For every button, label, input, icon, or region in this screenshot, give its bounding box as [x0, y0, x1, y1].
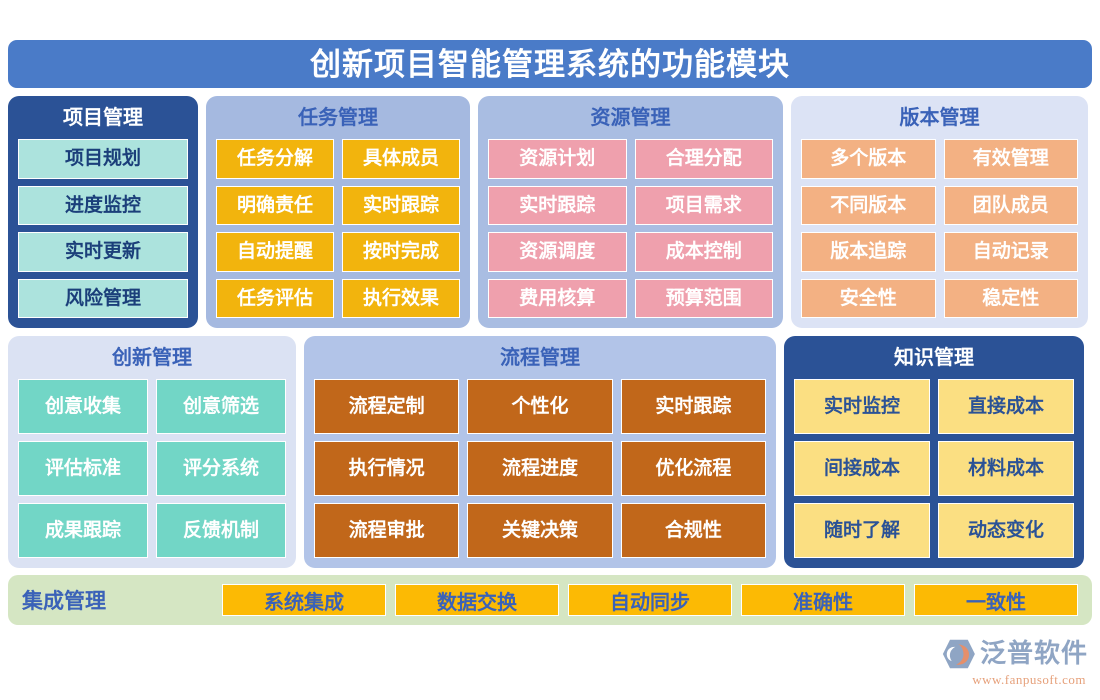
item-key-decisions[interactable]: 关键决策: [467, 503, 613, 558]
item-evaluation-criteria[interactable]: 评估标准: [18, 441, 148, 496]
panel-project-management[interactable]: 项目管理 项目规划 进度监控 实时更新 风险管理: [8, 96, 198, 328]
item-accuracy[interactable]: 准确性: [741, 584, 905, 616]
brand-logo: 泛普软件 www.fanpusoft.com: [940, 638, 1088, 688]
item-realtime-update[interactable]: 实时更新: [18, 232, 188, 272]
logo-row: 泛普软件: [940, 638, 1088, 670]
panel-items-project-management: 项目规划 进度监控 实时更新 风险管理: [18, 139, 188, 318]
panel-items-process-management: 流程定制 个性化 实时跟踪 执行情况 流程进度 优化流程 流程审批 关键决策 合…: [314, 379, 766, 558]
item-cost-control[interactable]: 成本控制: [634, 232, 773, 272]
panel-title-knowledge-management: 知识管理: [894, 347, 974, 369]
panel-row-top: 项目管理 项目规划 进度监控 实时更新 风险管理 任务管理 任务分解 具体成员 …: [8, 96, 1092, 328]
item-idea-collection[interactable]: 创意收集: [18, 379, 148, 434]
item-resource-scheduling[interactable]: 资源调度: [488, 232, 627, 272]
panel-title-innovation-management: 创新管理: [112, 347, 192, 369]
panel-process-management[interactable]: 流程管理 流程定制 个性化 实时跟踪 执行情况 流程进度 优化流程 流程审批 关…: [304, 336, 776, 568]
item-specific-members[interactable]: 具体成员: [342, 139, 460, 179]
item-realtime-tracking-process[interactable]: 实时跟踪: [620, 379, 766, 434]
integration-management-label: 集成管理: [22, 589, 106, 613]
item-security[interactable]: 安全性: [801, 278, 936, 318]
item-process-optimization[interactable]: 优化流程: [620, 441, 766, 496]
panel-title-task-management: 任务管理: [298, 107, 378, 129]
panel-resource-management[interactable]: 资源管理 资源计划 合理分配 实时跟踪 项目需求 资源调度 成本控制 费用核算 …: [478, 96, 783, 328]
panel-items-resource-management: 资源计划 合理分配 实时跟踪 项目需求 资源调度 成本控制 费用核算 预算范围: [488, 139, 773, 318]
item-outcome-tracking[interactable]: 成果跟踪: [18, 503, 148, 558]
item-system-integration[interactable]: 系统集成: [222, 584, 386, 616]
panel-knowledge-management[interactable]: 知识管理 实时监控 直接成本 间接成本 材料成本 随时了解 动态变化: [784, 336, 1084, 568]
panel-title-resource-management: 资源管理: [590, 107, 671, 129]
item-realtime-monitoring[interactable]: 实时监控: [794, 379, 930, 434]
item-process-approval[interactable]: 流程审批: [314, 503, 460, 558]
panel-innovation-management[interactable]: 创新管理 创意收集 创意筛选 评估标准 评分系统 成果跟踪 反馈机制: [8, 336, 296, 568]
item-realtime-tracking[interactable]: 实时跟踪: [342, 185, 460, 225]
item-anytime-understanding[interactable]: 随时了解: [794, 503, 930, 558]
item-version-tracking[interactable]: 版本追踪: [801, 232, 936, 272]
item-feedback-mechanism[interactable]: 反馈机制: [156, 503, 286, 558]
item-execution-status[interactable]: 执行情况: [314, 441, 460, 496]
item-expense-accounting[interactable]: 费用核算: [488, 278, 627, 318]
panel-row-bottom: 创新管理 创意收集 创意筛选 评估标准 评分系统 成果跟踪 反馈机制 流程管理 …: [8, 336, 1092, 568]
item-on-time-completion[interactable]: 按时完成: [342, 232, 460, 272]
item-risk-management[interactable]: 风险管理: [18, 278, 188, 318]
item-effective-management[interactable]: 有效管理: [943, 139, 1078, 179]
item-material-cost[interactable]: 材料成本: [938, 441, 1074, 496]
item-progress-monitoring[interactable]: 进度监控: [18, 185, 188, 225]
item-auto-sync[interactable]: 自动同步: [568, 584, 732, 616]
item-budget-scope[interactable]: 预算范围: [634, 278, 773, 318]
item-team-members[interactable]: 团队成员: [943, 185, 1078, 225]
panel-items-version-management: 多个版本 有效管理 不同版本 团队成员 版本追踪 自动记录 安全性 稳定性: [801, 139, 1078, 318]
item-execution-effect[interactable]: 执行效果: [342, 278, 460, 318]
item-stability[interactable]: 稳定性: [943, 278, 1078, 318]
logo-website-url: www.fanpusoft.com: [972, 672, 1086, 687]
item-auto-reminder[interactable]: 自动提醒: [216, 232, 334, 272]
integration-items: 系统集成 数据交换 自动同步 准确性 一致性: [222, 584, 1078, 616]
page-title-banner: 创新项目智能管理系统的功能模块: [8, 40, 1092, 88]
item-project-planning[interactable]: 项目规划: [18, 139, 188, 179]
panel-version-management[interactable]: 版本管理 多个版本 有效管理 不同版本 团队成员 版本追踪 自动记录 安全性 稳…: [791, 96, 1088, 328]
item-compliance[interactable]: 合规性: [620, 503, 766, 558]
item-indirect-cost[interactable]: 间接成本: [794, 441, 930, 496]
panel-title-project-management: 项目管理: [63, 107, 143, 129]
item-process-customization[interactable]: 流程定制: [314, 379, 460, 434]
panel-title-version-management: 版本管理: [899, 107, 980, 129]
item-task-evaluation[interactable]: 任务评估: [216, 278, 334, 318]
panel-items-innovation-management: 创意收集 创意筛选 评估标准 评分系统 成果跟踪 反馈机制: [18, 379, 286, 558]
item-realtime-tracking-resource[interactable]: 实时跟踪: [488, 185, 627, 225]
item-idea-screening[interactable]: 创意筛选: [156, 379, 286, 434]
item-resource-plan[interactable]: 资源计划: [488, 139, 627, 179]
item-multiple-versions[interactable]: 多个版本: [801, 139, 936, 179]
integration-management-bar: 集成管理 系统集成 数据交换 自动同步 准确性 一致性: [8, 575, 1092, 625]
item-auto-record[interactable]: 自动记录: [943, 232, 1078, 272]
item-clear-responsibility[interactable]: 明确责任: [216, 185, 334, 225]
item-personalization[interactable]: 个性化: [467, 379, 613, 434]
item-dynamic-change[interactable]: 动态变化: [938, 503, 1074, 558]
logo-company-name: 泛普软件: [979, 639, 1088, 668]
fanpu-logo-icon: [942, 639, 975, 669]
item-different-versions[interactable]: 不同版本: [801, 185, 936, 225]
item-consistency[interactable]: 一致性: [914, 584, 1078, 616]
item-data-exchange[interactable]: 数据交换: [395, 584, 559, 616]
page-title: 创新项目智能管理系统的功能模块: [310, 46, 790, 82]
item-reasonable-allocation[interactable]: 合理分配: [634, 139, 773, 179]
panel-title-process-management: 流程管理: [500, 347, 580, 369]
item-direct-cost[interactable]: 直接成本: [938, 379, 1074, 434]
panel-items-task-management: 任务分解 具体成员 明确责任 实时跟踪 自动提醒 按时完成 任务评估 执行效果: [216, 139, 460, 318]
item-task-breakdown[interactable]: 任务分解: [216, 139, 334, 179]
item-process-progress[interactable]: 流程进度: [467, 441, 613, 496]
panel-items-knowledge-management: 实时监控 直接成本 间接成本 材料成本 随时了解 动态变化: [794, 379, 1074, 558]
item-scoring-system[interactable]: 评分系统: [156, 441, 286, 496]
item-project-requirements[interactable]: 项目需求: [634, 185, 773, 225]
panel-task-management[interactable]: 任务管理 任务分解 具体成员 明确责任 实时跟踪 自动提醒 按时完成 任务评估 …: [206, 96, 470, 328]
